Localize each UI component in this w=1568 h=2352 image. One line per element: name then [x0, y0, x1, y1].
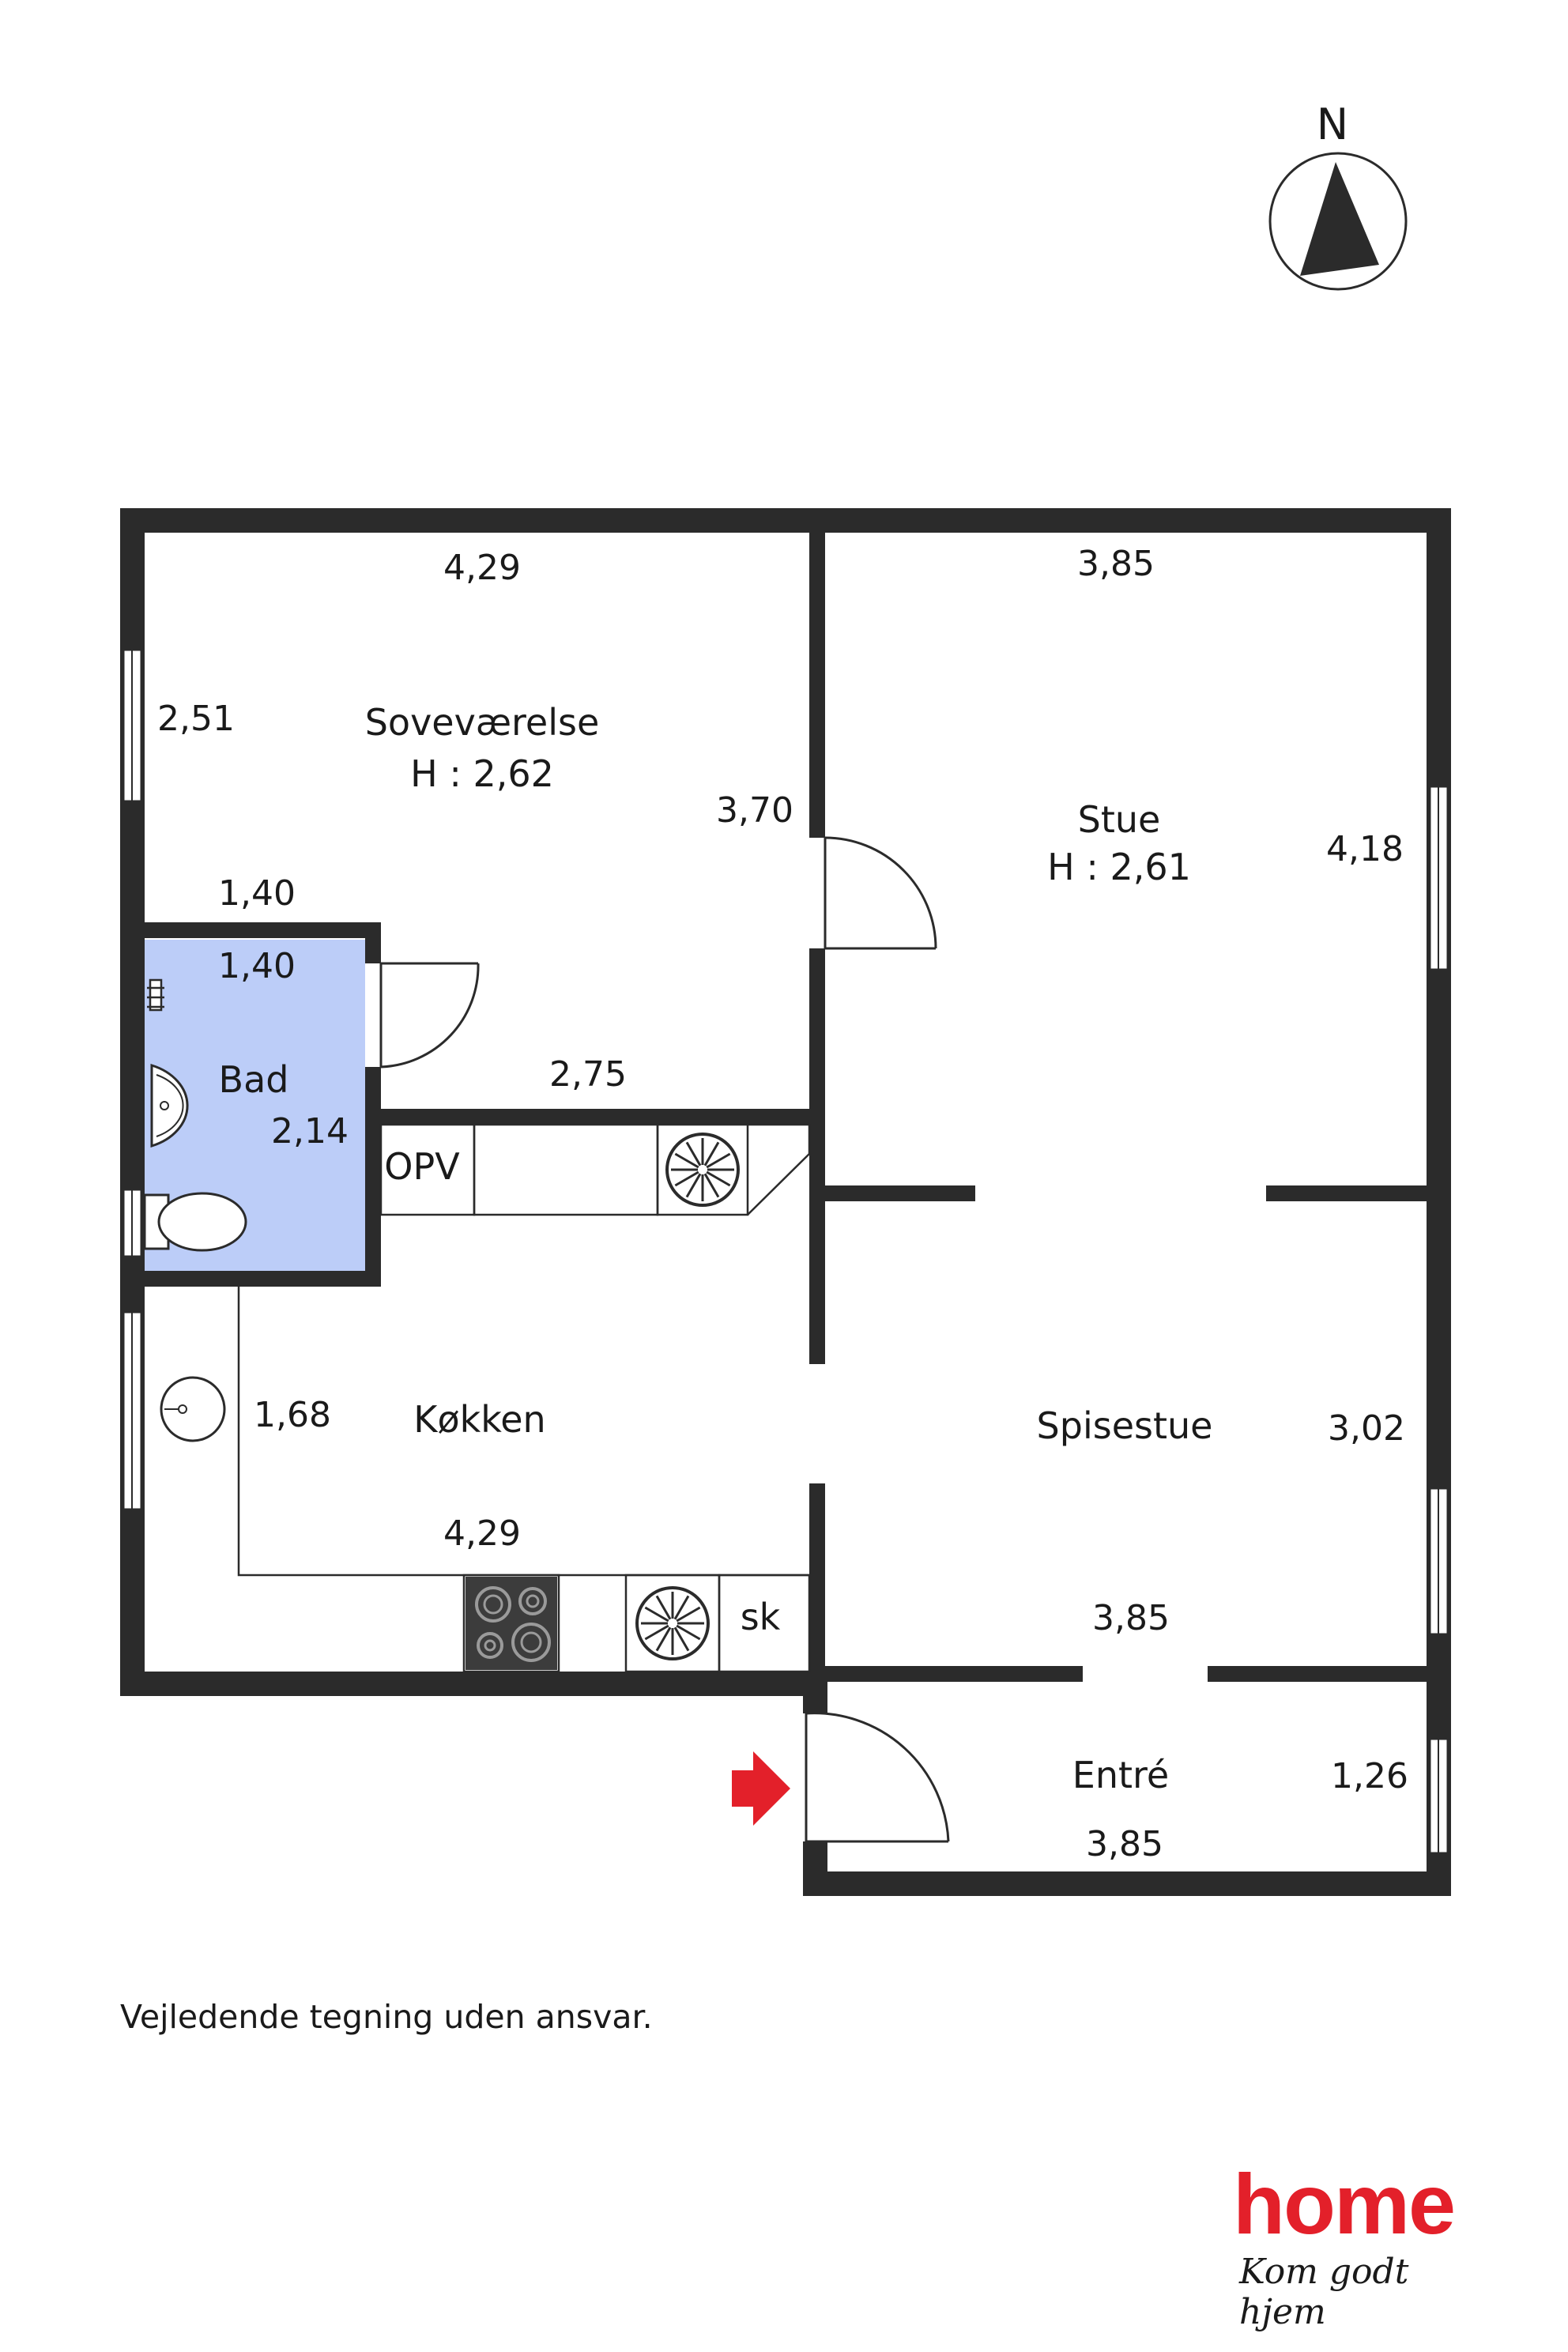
wall-bottom-left	[120, 1672, 816, 1696]
compass-circle	[1268, 152, 1408, 291]
wall-entry-left-lower	[803, 1841, 827, 1896]
wall-entry-top-right	[1208, 1666, 1429, 1682]
counter-outline	[237, 1287, 809, 1577]
dim-bath-top-outer: 1,40	[218, 873, 296, 914]
cabinet-corner	[747, 1123, 811, 1216]
wall-entry-bottom	[803, 1871, 1451, 1896]
fan-spoke	[706, 1152, 731, 1169]
wall-top	[120, 508, 1451, 533]
fan-spoke	[676, 1606, 701, 1623]
wall-living-left	[825, 1185, 975, 1201]
bathroom-fixtures	[143, 978, 247, 1252]
fan-spoke	[655, 1626, 672, 1652]
wall-hall	[379, 1109, 817, 1125]
sk-cabinet	[718, 1574, 811, 1673]
dim-kitchen-width: 4,29	[443, 1513, 521, 1554]
north-compass: N	[1268, 100, 1408, 291]
room-height-living: H : 2,61	[1047, 846, 1191, 888]
logo-tagline: Kom godt hjem	[1239, 2252, 1409, 2332]
wall-entry-top-left	[825, 1666, 1083, 1682]
window-glazing	[131, 650, 1439, 1853]
wall-entry-left-upper	[803, 1672, 827, 1713]
room-name-kitchen: Køkken	[413, 1398, 545, 1441]
fan-spoke	[685, 1173, 702, 1198]
toilet-icon	[143, 1192, 247, 1252]
fan-icon	[635, 1586, 710, 1660]
dim-living-width: 3,85	[1077, 544, 1155, 584]
dim-dining-depth: 3,02	[1328, 1408, 1405, 1449]
dim-entry-depth: 1,26	[1331, 1756, 1408, 1796]
dim-kitchen-depth: 1,68	[254, 1395, 331, 1435]
brand-logo: home Kom godt hjem	[1233, 2156, 1494, 2333]
stove-cabinet	[462, 1574, 560, 1673]
room-name-dining: Spisestue	[1037, 1404, 1213, 1447]
wall-bath-right-upper	[365, 922, 381, 963]
room-name-living: Stue	[1078, 798, 1161, 841]
fan-spoke	[673, 1595, 690, 1620]
dim-bedroom-inner: 3,70	[716, 790, 793, 831]
dim-living-depth: 4,18	[1326, 829, 1404, 869]
fan-spoke	[655, 1595, 672, 1620]
fan-icon	[665, 1133, 740, 1207]
wall-bath-top	[141, 922, 379, 938]
wall-bath-right-lower	[365, 1067, 381, 1287]
entry-arrow-icon	[732, 1751, 790, 1826]
cabinet-hall	[473, 1123, 659, 1216]
fan-spoke	[703, 1141, 720, 1167]
room-name-bathroom: Bad	[219, 1058, 289, 1101]
hall-cabinets	[379, 1123, 811, 1216]
logo-wordmark: home	[1233, 2156, 1456, 2252]
compass-label: N	[1317, 100, 1348, 149]
dim-bath-top-inner: 1,40	[218, 946, 296, 986]
stove-icon	[466, 1577, 557, 1670]
fan-spoke	[673, 1626, 690, 1652]
disclaimer-text: Vejledende tegning uden ansvar.	[120, 1998, 653, 2036]
doors	[379, 836, 950, 1843]
dim-hall-width: 2,75	[549, 1054, 627, 1095]
cabinet-label-sk: sk	[741, 1596, 781, 1638]
fan-spoke	[703, 1173, 720, 1198]
fan-spoke	[674, 1152, 699, 1169]
dim-bedroom-width: 4,29	[443, 548, 521, 588]
compass-needle-icon	[1300, 162, 1379, 276]
fan-spoke	[685, 1141, 702, 1167]
wall-living-right	[1266, 1185, 1429, 1201]
door-entry	[805, 1712, 950, 1843]
fan-spoke	[706, 1170, 731, 1187]
room-name-entry: Entré	[1072, 1754, 1169, 1796]
dim-dining-width: 3,85	[1092, 1598, 1170, 1638]
fan-spoke	[644, 1606, 669, 1623]
kitchen-counter	[237, 1287, 811, 1673]
room-name-bedroom: Soveværelse	[365, 701, 600, 744]
wall-bath-bottom	[141, 1271, 381, 1287]
wall-bed-living-lower	[809, 948, 825, 1364]
fan-cabinet	[624, 1574, 721, 1673]
dim-bedroom-depth: 2,51	[157, 699, 235, 739]
room-height-bedroom: H : 2,62	[410, 752, 554, 795]
fan-spoke	[674, 1170, 699, 1187]
door-bedroom-living	[824, 836, 937, 950]
faucet-icon	[147, 978, 164, 1012]
sink-icon	[150, 1063, 189, 1148]
cabinet-label-opv: OPV	[384, 1145, 460, 1188]
cabinet-fan	[656, 1123, 749, 1216]
kitchen-sink-icon	[160, 1376, 226, 1442]
dim-entry-width: 3,85	[1086, 1824, 1163, 1864]
dim-bath-depth: 2,14	[271, 1111, 349, 1152]
fan-spoke	[644, 1624, 669, 1641]
wall-bed-living-upper	[809, 530, 825, 838]
wall-right	[1427, 508, 1451, 1896]
wall-kitchen-dining	[809, 1483, 825, 1676]
fan-spoke	[676, 1624, 701, 1641]
door-bathroom	[379, 962, 480, 1069]
